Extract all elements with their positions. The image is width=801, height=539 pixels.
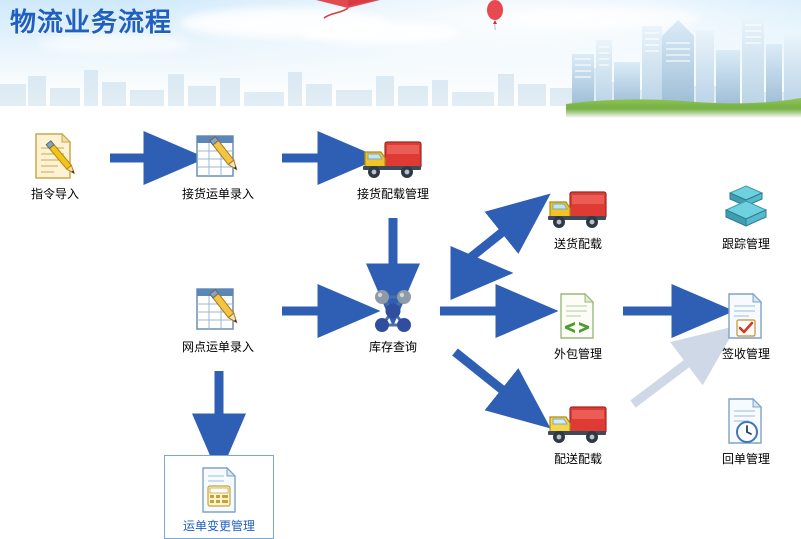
node-label: 送货配载 [553, 237, 602, 251]
node-pickup-waybill-entry[interactable]: 接货运单录入 [163, 130, 273, 201]
node-label: 运单变更管理 [182, 519, 255, 533]
node-label: 签收管理 [721, 347, 770, 361]
layers-icon [691, 180, 801, 232]
node-pickup-load-mgmt[interactable]: 接货配载管理 [338, 130, 448, 201]
node-inventory-query[interactable]: 库存查询 [338, 283, 448, 354]
spreadsheet-pencil-icon [163, 283, 273, 335]
node-label: 接货运单录入 [181, 187, 254, 201]
node-label: 配送配载 [553, 452, 602, 466]
truck-red-icon [338, 130, 448, 182]
document-check-icon [691, 290, 801, 342]
node-delivery-loading[interactable]: 送货配载 [523, 180, 633, 251]
flow-diagram: 指令导入 接货运单录入 [0, 118, 801, 539]
node-tracking-mgmt[interactable]: 跟踪管理 [691, 180, 801, 251]
node-label: 指令导入 [30, 187, 79, 201]
node-distribution-loading[interactable]: 配送配载 [523, 395, 633, 466]
node-label: 接货配载管理 [356, 187, 429, 201]
node-instruction-import[interactable]: 指令导入 [0, 130, 110, 201]
connector-inventory-to-distribution-loading [452, 348, 551, 429]
document-pencil-icon [0, 130, 110, 182]
node-label: 回单管理 [721, 452, 770, 466]
network-nodes-icon [338, 283, 448, 335]
node-label: 库存查询 [368, 340, 417, 354]
node-label: 外包管理 [553, 347, 602, 361]
truck-yellow-icon [523, 395, 633, 447]
node-branch-waybill-entry[interactable]: 网点运单录入 [163, 283, 273, 354]
city-photo [566, 18, 801, 118]
cloud-icon [40, 34, 190, 54]
document-recycle-icon [523, 290, 633, 342]
truck-red-icon [523, 180, 633, 232]
banner-fade [0, 102, 801, 118]
cloud-icon [520, 6, 700, 30]
connector-layer [110, 131, 737, 477]
connector-inventory-to-delivery-loading [452, 193, 551, 274]
page-title: 物流业务流程 [10, 8, 173, 38]
node-label: 网点运单录入 [181, 340, 254, 354]
document-clock-icon [691, 395, 801, 447]
balloon-icon [487, 0, 503, 30]
node-label: 跟踪管理 [721, 237, 770, 251]
node-outsourcing-mgmt[interactable]: 外包管理 [523, 290, 633, 361]
document-calc-icon [165, 462, 273, 514]
kite-icon [316, 0, 380, 19]
page-banner: 物流业务流程 [0, 0, 801, 118]
cloud-icon [300, 22, 460, 44]
spreadsheet-pencil-icon [163, 130, 273, 182]
node-signature-mgmt[interactable]: 签收管理 [691, 290, 801, 361]
connector-distribution-to-signature-faded [630, 325, 737, 408]
node-waybill-change-mgmt[interactable]: 运单变更管理 [164, 455, 274, 539]
node-return-receipt-mgmt[interactable]: 回单管理 [691, 395, 801, 466]
